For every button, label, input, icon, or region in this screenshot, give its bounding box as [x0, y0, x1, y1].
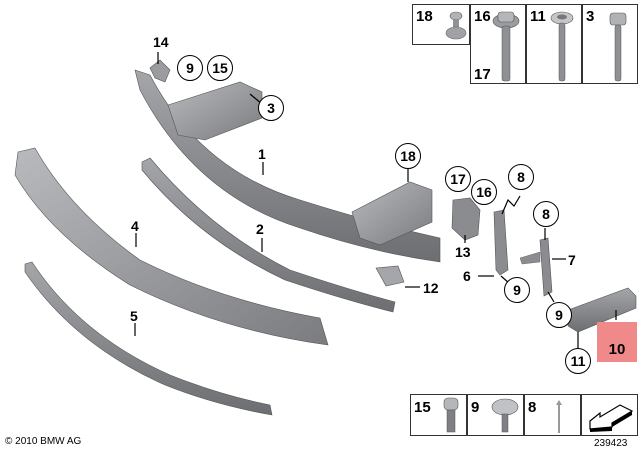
- circled-callout-9: 9: [177, 55, 203, 81]
- hex-bolt-icon: [609, 12, 627, 82]
- direction-arrow-icon: [589, 404, 634, 432]
- socket-cap-screw-icon: [443, 397, 459, 433]
- hardware-cell-9: 9: [467, 394, 524, 436]
- trim-part-5: [24, 261, 273, 416]
- hardware-cell-15: 15: [410, 394, 467, 436]
- circled-callout-3: 3: [258, 95, 284, 121]
- bracket-part-14: [149, 59, 171, 83]
- hardware-cell-11: 11: [526, 4, 582, 84]
- callout-6: 6: [463, 268, 471, 284]
- callout-2: 2: [256, 221, 264, 237]
- hardware-cell-8: 8: [524, 394, 581, 436]
- callout-14: 14: [153, 34, 169, 50]
- hardware-cell-16-17: 16 17: [470, 4, 526, 84]
- callout-4: 4: [131, 218, 139, 234]
- strip-part-2: [141, 157, 396, 313]
- circled-callout-8-b: 8: [533, 201, 559, 227]
- hex-flange-bolt-icon: [492, 11, 520, 82]
- callout-12: 12: [423, 280, 439, 296]
- rivet-icon: [556, 400, 562, 433]
- absorber-part-10: [567, 287, 637, 333]
- highlighted-part-10[interactable]: 10: [597, 322, 637, 362]
- circled-callout-9-b: 9: [504, 277, 530, 303]
- bracket-part-6: [493, 209, 509, 276]
- callout-5: 5: [130, 308, 138, 324]
- circled-callout-16: 16: [471, 179, 497, 205]
- copyright-text: © 2010 BMW AG: [5, 436, 82, 447]
- callout-13: 13: [455, 244, 471, 260]
- torx-bolt-icon: [550, 11, 574, 82]
- circled-callout-8-a: 8: [508, 164, 534, 190]
- callout-7: 7: [568, 252, 576, 268]
- clip-part-12: [375, 265, 405, 287]
- hardware-cell-3: 3: [582, 4, 638, 84]
- hardware-cell-18: 18: [412, 4, 470, 45]
- bumper-carrier-part-1: [134, 69, 441, 263]
- circled-callout-17: 17: [445, 166, 471, 192]
- callout-1: 1: [258, 146, 266, 162]
- circled-callout-11: 11: [565, 348, 591, 374]
- circled-callout-9-c: 9: [546, 302, 572, 328]
- hardware-cell-arrow: [581, 394, 638, 436]
- circled-callout-18: 18: [395, 143, 421, 169]
- absorber-part-4: [14, 147, 329, 346]
- push-nut-icon: [445, 11, 467, 40]
- diagram-number: 239423: [594, 438, 628, 449]
- pan-head-screw-icon: [491, 398, 519, 433]
- bracket-part-13: [451, 197, 481, 241]
- circled-callout-15: 15: [207, 55, 233, 81]
- bracket-part-7: [539, 237, 553, 297]
